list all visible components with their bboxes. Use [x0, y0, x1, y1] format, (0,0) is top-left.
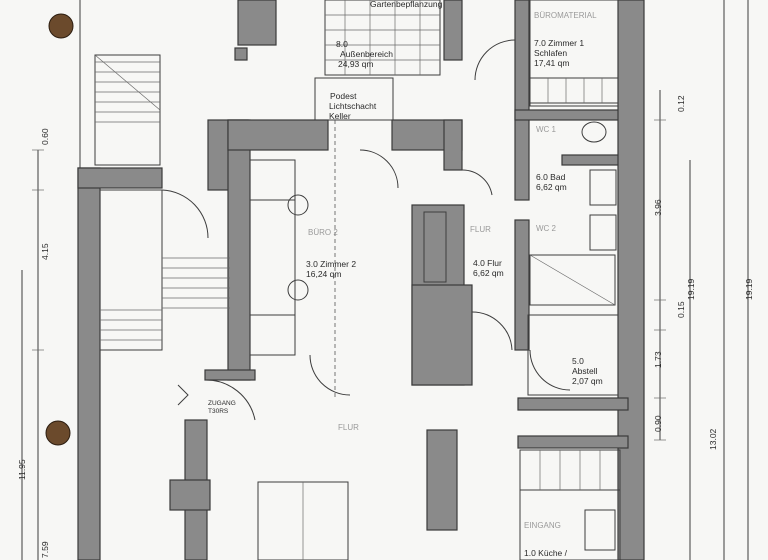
entrance-furniture	[177, 379, 621, 560]
label-zimmer2-area: 16,24 qm	[306, 269, 341, 279]
dim-015: 0.15	[676, 301, 686, 318]
dim-012: 0.12	[676, 95, 686, 112]
staircase-top	[79, 0, 161, 168]
label-zimmer1-area: 17,41 qm	[534, 58, 569, 68]
dim-060: 0.60	[40, 128, 50, 145]
label-aussen-area: 24,93 qm	[338, 59, 373, 69]
dim-1919-outer: 19.19	[744, 278, 754, 300]
dim-415: 4.15	[40, 243, 50, 260]
label-eingang: EINGANG	[524, 521, 561, 530]
dim-1919-inner: 19.19	[686, 278, 696, 300]
label-keller: Keller	[329, 111, 351, 121]
label-abstell-code: 5.0	[572, 356, 584, 366]
label-wc1: WC 1	[536, 125, 557, 134]
dim-1302: 13.02	[708, 428, 718, 450]
label-abstell: Abstell	[572, 366, 598, 376]
bath-fixtures	[527, 169, 619, 396]
label-buero2: BÜRO 2	[308, 228, 338, 237]
outdoor-grid	[314, 0, 441, 400]
label-podest: Podest	[330, 91, 357, 101]
label-schlafen: Schlafen	[534, 48, 567, 58]
binder-hole-bottom	[45, 420, 71, 446]
label-bad: 6.0 Bad	[536, 172, 566, 182]
label-bad-area: 6,62 qm	[536, 182, 567, 192]
label-wc2: WC 2	[536, 224, 557, 233]
label-abstell-area: 2,07 qm	[572, 376, 603, 386]
dim-173: 1.73	[653, 351, 663, 368]
label-zugang: ZUGANG	[208, 400, 236, 407]
label-t30rs: T30RS	[208, 408, 229, 415]
binder-hole-top	[48, 13, 74, 39]
label-zimmer2: 3.0 Zimmer 2	[306, 259, 356, 269]
label-flur-faint: FLUR	[470, 225, 491, 234]
dim-090: 0.90	[653, 415, 663, 432]
dimension-lines	[21, 0, 749, 560]
label-kueche: 1.0 Küche /	[524, 548, 568, 558]
bedroom-furniture	[474, 0, 619, 143]
label-flur: 4.0 Flur	[473, 258, 502, 268]
walls	[77, 0, 645, 560]
dim-396: 3.96	[653, 199, 663, 216]
label-flur-area: 6,62 qm	[473, 268, 504, 278]
label-aussen-code: 8.0	[336, 39, 348, 49]
label-flur2-faint: FLUR	[338, 423, 359, 432]
label-bueromaterial: BÜROMATERIAL	[534, 11, 597, 20]
label-aussen-name: Außenbereich	[340, 49, 393, 59]
label-garten: Gartenbepflanzung	[370, 0, 443, 9]
dim-1195: 11.95	[17, 459, 27, 480]
zimmer2-furniture	[249, 149, 513, 396]
staircase-left	[99, 189, 230, 351]
label-lichtschacht: Lichtschacht	[329, 101, 377, 111]
dim-759: 7.59	[40, 541, 50, 558]
label-zimmer1: 7.0 Zimmer 1	[534, 38, 584, 48]
